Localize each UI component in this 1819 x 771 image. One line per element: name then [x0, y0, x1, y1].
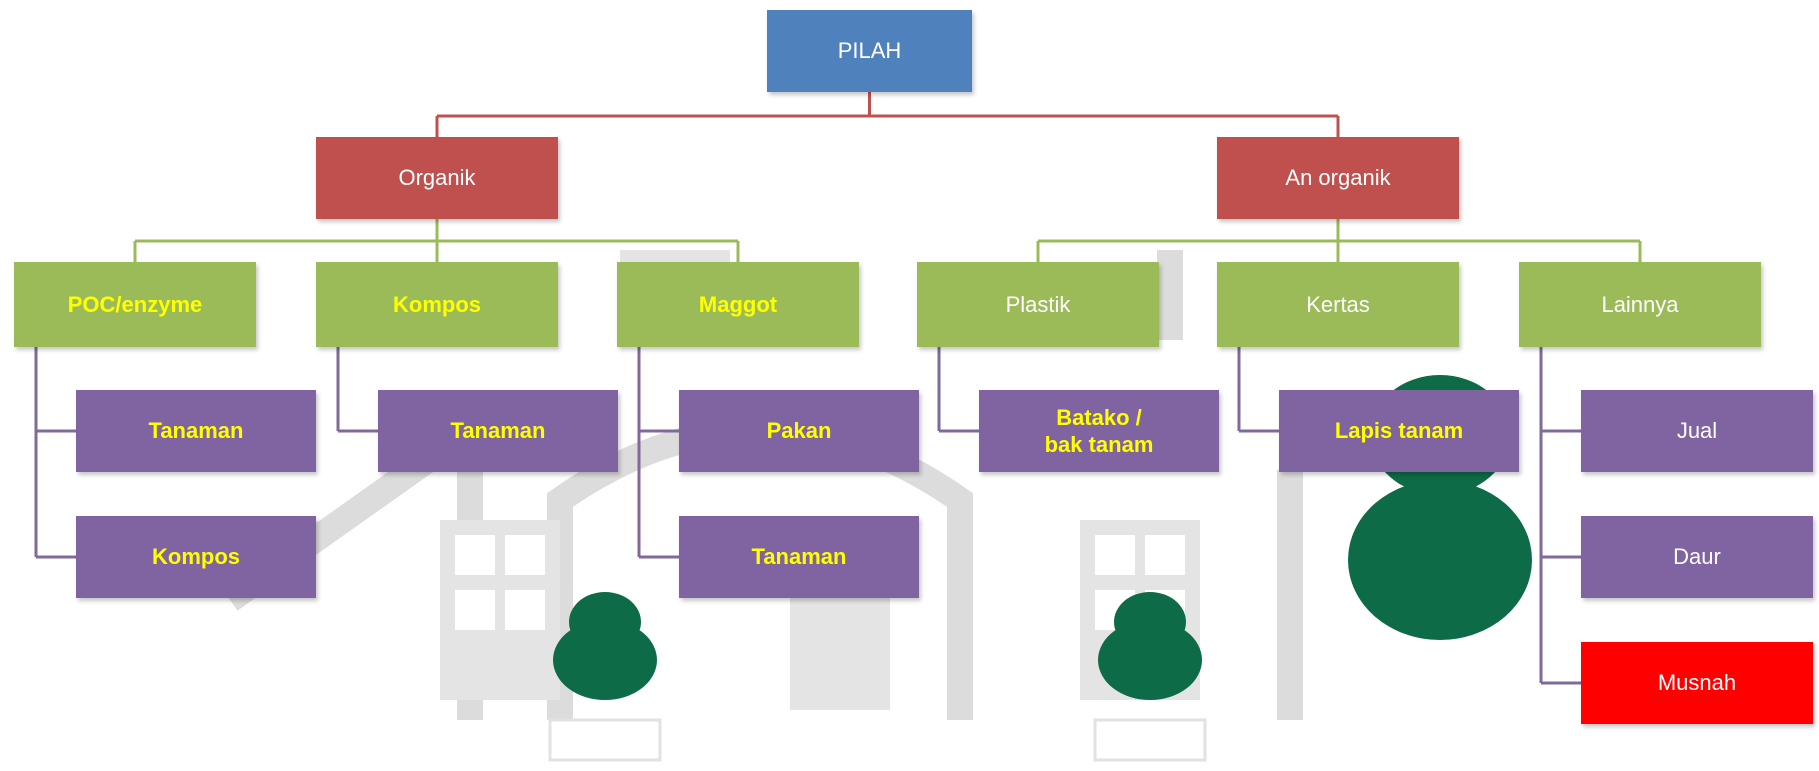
node-anorganik-kertas: Kertas [1217, 262, 1459, 347]
node-organik: Organik [316, 137, 558, 219]
leaf-plastik-batako-bak-tanam: Batako / bak tanam [979, 390, 1219, 472]
node-organik-poc-enzyme-label: POC/enzyme [67, 291, 203, 317]
leaf-kompos-tanaman: Tanaman [378, 390, 618, 472]
leaf-lainnya-daur-label: Daur [1673, 544, 1721, 570]
node-organik-kompos-label: Kompos [393, 291, 481, 317]
leaf-kertas-lapis-tanam-label: Lapis tanam [1334, 418, 1464, 444]
node-anorganik: An organik [1217, 137, 1459, 219]
node-anorganik-kertas-label: Kertas [1306, 291, 1370, 317]
node-anorganik-label: An organik [1285, 165, 1391, 191]
node-organik-poc-enzyme: POC/enzyme [14, 262, 256, 347]
leaf-lainnya-jual: Jual [1581, 390, 1813, 472]
leaf-poc-enzyme-kompos: Kompos [76, 516, 316, 598]
node-anorganik-lainnya: Lainnya [1519, 262, 1761, 347]
leaf-poc-enzyme-tanaman-label: Tanaman [148, 418, 244, 444]
leaf-maggot-tanaman-label: Tanaman [751, 544, 847, 570]
node-organik-maggot-label: Maggot [698, 291, 778, 317]
node-anorganik-lainnya-label: Lainnya [1601, 291, 1679, 317]
leaf-kompos-tanaman-label: Tanaman [450, 418, 546, 444]
leaf-poc-enzyme-tanaman: Tanaman [76, 390, 316, 472]
leaf-lainnya-jual-label: Jual [1676, 418, 1718, 444]
leaf-plastik-batako-bak-tanam-label: Batako / bak tanam [1044, 404, 1154, 458]
leaf-lainnya-musnah-label: Musnah [1657, 670, 1737, 696]
leaf-maggot-pakan-label: Pakan [766, 418, 832, 444]
node-anorganik-plastik: Plastik [917, 262, 1159, 347]
node-organik-maggot: Maggot [617, 262, 859, 347]
node-pilah-label: PILAH [837, 38, 902, 64]
node-organik-kompos: Kompos [316, 262, 558, 347]
leaf-poc-enzyme-kompos-label: Kompos [152, 544, 240, 570]
leaf-lainnya-daur: Daur [1581, 516, 1813, 598]
leaf-maggot-tanaman: Tanaman [679, 516, 919, 598]
leaf-kertas-lapis-tanam: Lapis tanam [1279, 390, 1519, 472]
node-organik-label: Organik [398, 165, 476, 191]
node-pilah: PILAH [767, 10, 972, 92]
leaf-maggot-pakan: Pakan [679, 390, 919, 472]
leaf-lainnya-musnah: Musnah [1581, 642, 1813, 724]
node-anorganik-plastik-label: Plastik [1005, 291, 1071, 317]
